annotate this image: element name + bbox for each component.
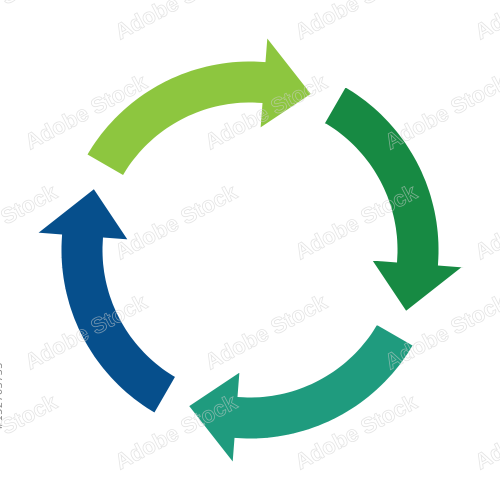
stock-id-label: #152703733 [0,362,5,430]
dark-green-arrow [320,83,470,316]
blue-arrow [30,184,180,417]
teal-arrow [184,320,417,470]
light-green-arrow [83,30,316,180]
